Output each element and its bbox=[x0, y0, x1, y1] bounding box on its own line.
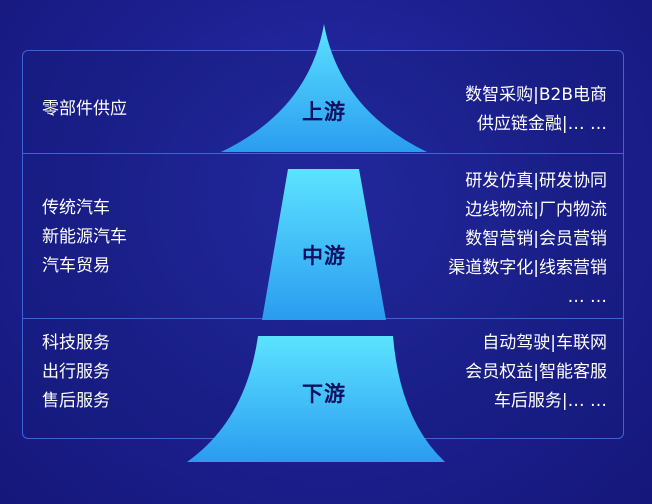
list-item: 数智营销|会员营销 bbox=[465, 229, 607, 249]
tier-divider-upper bbox=[22, 153, 624, 154]
list-item: 出行服务 bbox=[42, 362, 110, 382]
list-item: 供应链金融|… … bbox=[476, 114, 607, 134]
tier-label-upstream: 上游 bbox=[302, 100, 346, 124]
list-item: 科技服务 bbox=[42, 333, 110, 353]
downstream-right-list: 自动驾驶|车联网 会员权益|智能客服 车后服务|… … bbox=[465, 329, 607, 416]
upstream-right-list: 数智采购|B2B电商 供应链金融|… … bbox=[465, 81, 607, 139]
list-item: 渠道数字化|线索营销 bbox=[448, 258, 607, 278]
midstream-left-list: 传统汽车 新能源汽车 汽车贸易 bbox=[42, 194, 127, 281]
upstream-left-list: 零部件供应 bbox=[42, 95, 127, 124]
midstream-right-list: 研发仿真|研发协同 边线物流|厂内物流 数智营销|会员营销 渠道数字化|线索营销… bbox=[448, 167, 607, 312]
list-item: 研发仿真|研发协同 bbox=[465, 171, 607, 191]
tier-label-downstream: 下游 bbox=[302, 382, 346, 406]
downstream-shape bbox=[187, 336, 445, 462]
list-item: 传统汽车 bbox=[42, 198, 110, 218]
downstream-left-list: 科技服务 出行服务 售后服务 bbox=[42, 329, 110, 416]
list-item: 边线物流|厂内物流 bbox=[465, 200, 607, 220]
midstream-shape bbox=[262, 169, 386, 320]
list-item: … … bbox=[567, 287, 607, 307]
list-item: 会员权益|智能客服 bbox=[465, 362, 607, 382]
list-item: 售后服务 bbox=[42, 391, 110, 411]
list-item: 数智采购|B2B电商 bbox=[465, 85, 607, 105]
list-item: 汽车贸易 bbox=[42, 256, 110, 276]
upstream-shape bbox=[221, 24, 427, 152]
list-item: 新能源汽车 bbox=[42, 227, 127, 247]
list-item: 自动驾驶|车联网 bbox=[482, 333, 607, 353]
list-item: 零部件供应 bbox=[42, 99, 127, 119]
list-item: 车后服务|… … bbox=[493, 391, 607, 411]
tier-label-midstream: 中游 bbox=[302, 244, 346, 268]
